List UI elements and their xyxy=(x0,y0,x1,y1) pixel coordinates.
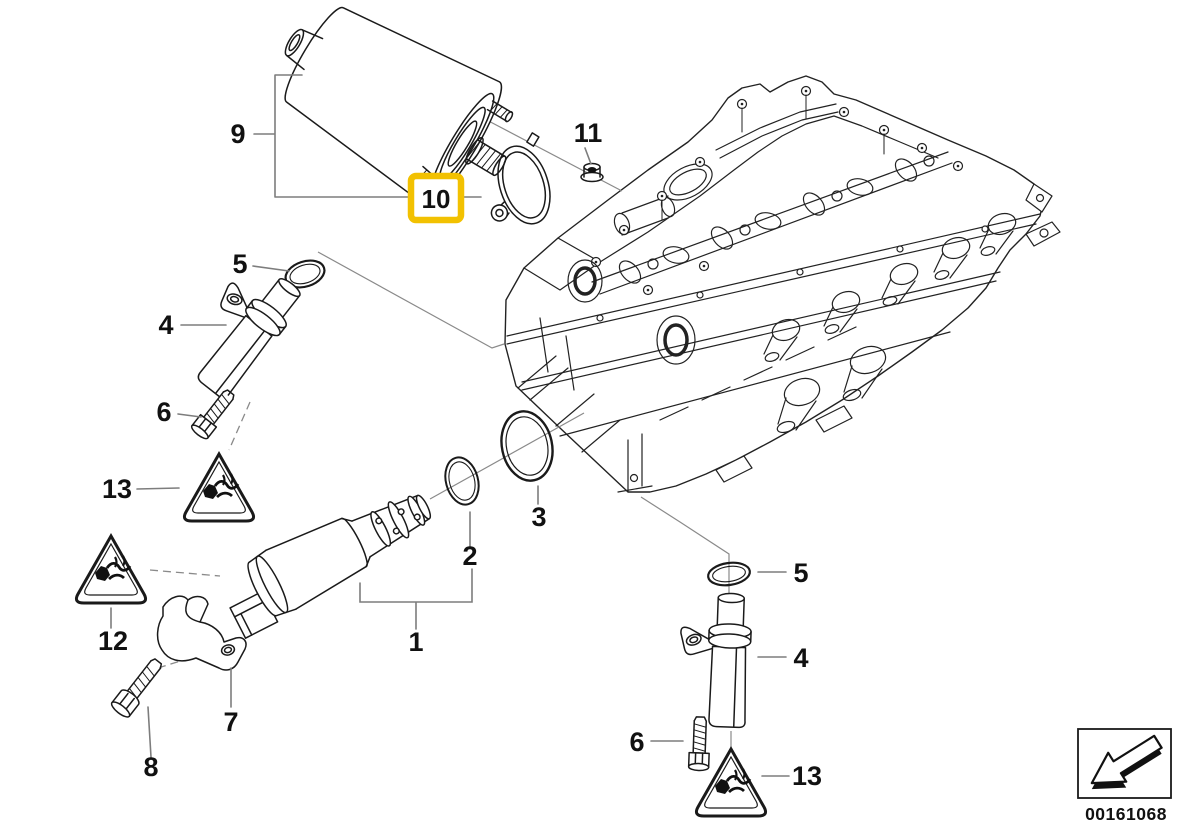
valve-to-head-axis-line xyxy=(429,412,585,500)
callout-leader-lines xyxy=(110,74,790,777)
callout-10[interactable]: 10 xyxy=(422,184,451,214)
callout-6-bottom[interactable]: 6 xyxy=(629,727,644,757)
warning-triangle-12 xyxy=(74,534,148,605)
callout-13-right[interactable]: 13 xyxy=(792,761,822,791)
callout-4-bottom[interactable]: 4 xyxy=(793,643,808,673)
callout-8[interactable]: 8 xyxy=(143,752,158,782)
holding-fork-drawing xyxy=(156,595,247,671)
actuator-motor-drawing xyxy=(284,6,514,207)
callout-12[interactable]: 12 xyxy=(98,626,128,656)
sensor-to-head-leader-line xyxy=(317,251,505,349)
callout-5-bottom[interactable]: 5 xyxy=(793,558,808,588)
warning-triangle-13-left xyxy=(182,452,256,523)
cylinder-head-drawing xyxy=(504,75,1061,493)
callout-9[interactable]: 9 xyxy=(230,119,245,149)
screw-6-bottom-drawing xyxy=(687,715,712,772)
image-number: 00161068 xyxy=(1085,804,1167,824)
seal-plug-drawing xyxy=(580,162,604,183)
direction-arrow-icon xyxy=(1090,734,1163,785)
screw-6-top-drawing xyxy=(189,385,240,442)
callout-3[interactable]: 3 xyxy=(531,502,546,532)
sensor-to-triangle13-dash-line xyxy=(228,401,251,451)
callout-2[interactable]: 2 xyxy=(462,541,477,571)
callout-13-left[interactable]: 13 xyxy=(102,474,132,504)
camshaft-sensor-bottom-drawing xyxy=(676,591,754,729)
callout-1[interactable]: 1 xyxy=(408,627,423,657)
o-ring-5-bottom-drawing xyxy=(707,561,751,587)
solenoid-valve-drawing xyxy=(229,494,432,639)
callout-4-top[interactable]: 4 xyxy=(158,310,173,340)
callout-11[interactable]: 11 xyxy=(574,118,603,148)
highlighted-callout-10[interactable]: 10 xyxy=(407,172,465,224)
clamp-drawing xyxy=(490,132,551,225)
triangle12-dash-line xyxy=(149,569,221,577)
bolt-8-drawing xyxy=(110,658,163,718)
callout-7[interactable]: 7 xyxy=(223,707,238,737)
callout-6-top[interactable]: 6 xyxy=(156,397,171,427)
o-ring-3-drawing xyxy=(500,410,554,482)
callout-5-top[interactable]: 5 xyxy=(232,249,247,279)
head-to-sensor-leader-line xyxy=(640,496,730,599)
image-number-stamp: 00161068 xyxy=(1077,728,1172,824)
highlight-box xyxy=(407,172,465,224)
o-ring-2-drawing xyxy=(444,456,480,506)
